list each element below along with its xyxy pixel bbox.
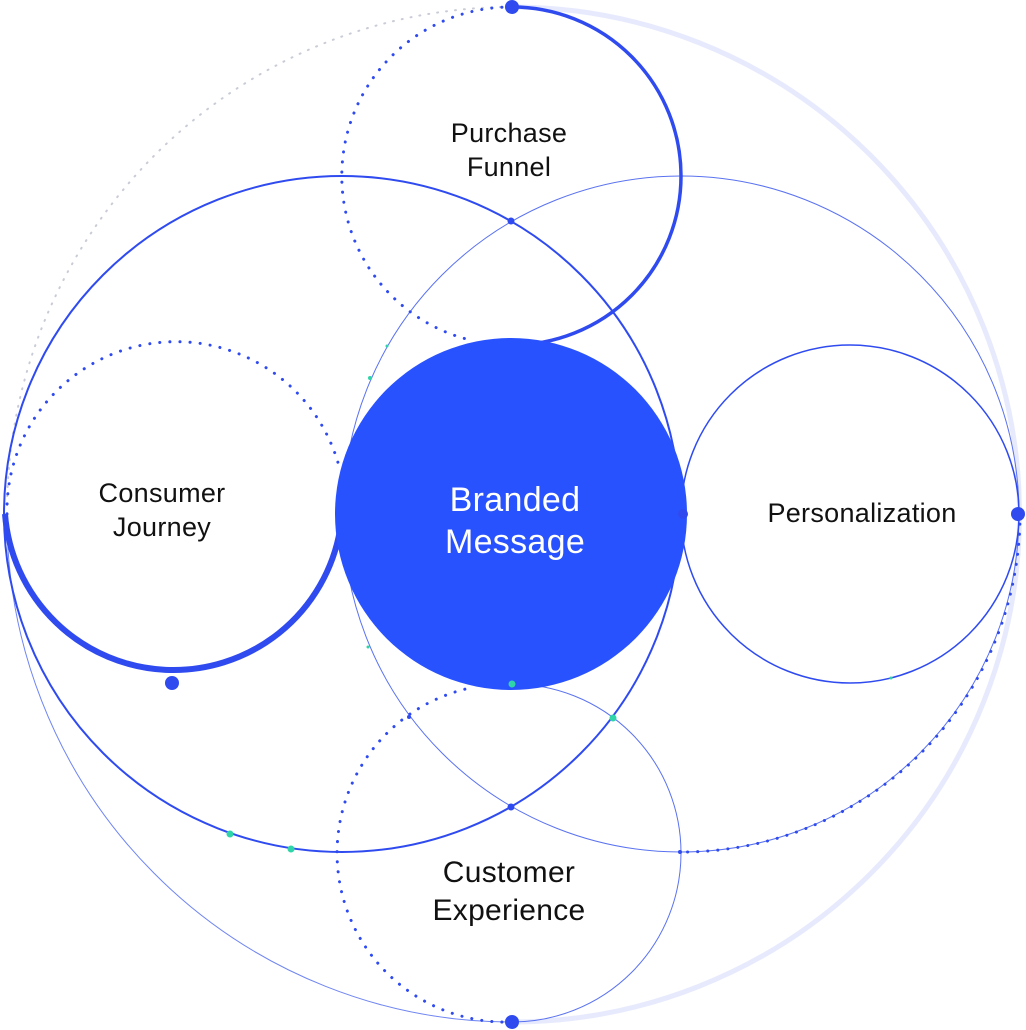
outer-dotted-arc-bottom-right (679, 512, 1022, 854)
purchase-funnel-label: Purchase Funnel (451, 116, 567, 184)
accent-dot-center-bottom (508, 680, 516, 688)
purchase-funnel-label-line1: Purchase (450, 118, 568, 148)
accent-dot-left-upper (368, 376, 372, 380)
purchase-funnel-solid-arc (511, 5, 683, 347)
purchase-funnel-label-line2: Funnel (466, 152, 552, 182)
consumer-journey-node-dot (165, 676, 179, 690)
accent-dot-right-lower (609, 714, 617, 722)
consumer-journey-bold-arc (2, 513, 343, 674)
small-dot-lower-left (407, 715, 411, 719)
consumer-journey-label: Consumer Journey (99, 476, 226, 544)
consumer-journey-label-line1: Consumer (98, 478, 226, 508)
outer-thin-arc-bottom-left (6, 513, 513, 1023)
personalization-label: Personalization (767, 496, 956, 530)
branded-message-label-line2: Message (444, 523, 586, 561)
right-node-dot (1011, 507, 1025, 521)
center-right-node-dot (678, 509, 688, 519)
personalization-label-line1: Personalization (767, 498, 957, 528)
accent-dot-bottom-left-2 (287, 845, 295, 853)
branded-message-label-line1: Branded (449, 481, 581, 519)
branded-message-circle (335, 338, 687, 690)
branded-message-label: Branded Message (445, 479, 585, 563)
accent-dot-personalization (889, 676, 893, 680)
small-dot-bottom-right (678, 850, 682, 854)
customer-experience-label-line2: Experience (432, 894, 586, 927)
customer-experience-label-line1: Customer (442, 856, 576, 889)
consumer-journey-label-line2: Journey (112, 512, 212, 542)
intersection-dot-bottom (507, 803, 515, 811)
intersection-dot-top (507, 217, 515, 225)
customer-experience-label: Customer Experience (432, 854, 585, 930)
accent-dot-left-upper-2 (385, 344, 389, 348)
customer-experience-dotted-arc (335, 686, 514, 1024)
accent-dot-left-lower (366, 645, 370, 649)
top-node-dot (505, 0, 519, 14)
accent-dot-bottom-left-1 (226, 830, 234, 838)
outer-dotted-arc-top-left (5, 6, 513, 515)
customer-experience-thin-arc (511, 683, 682, 1023)
bottom-node-dot (505, 1015, 519, 1029)
